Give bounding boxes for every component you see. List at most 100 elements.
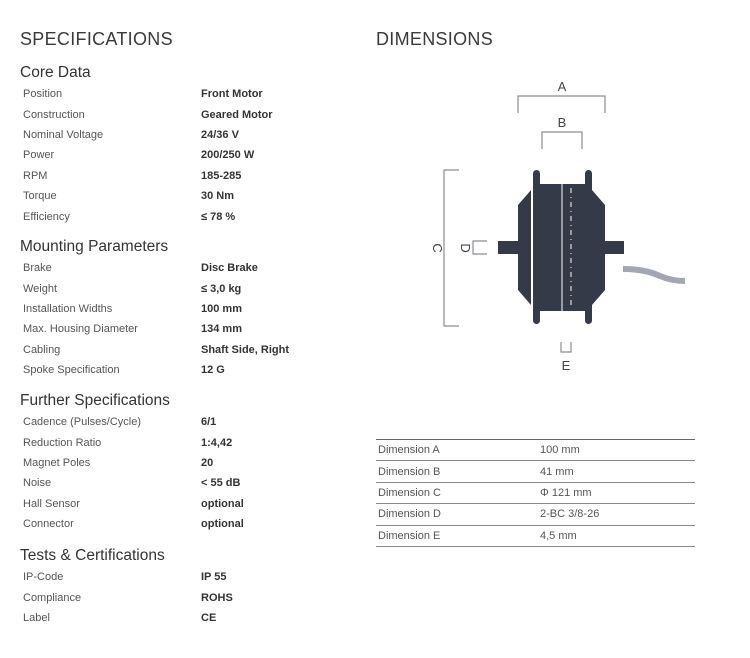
spec-row: Cabling Shaft Side, Right [20,340,350,360]
spec-label: IP-Code [23,571,64,584]
spec-label: Power [23,149,55,162]
table-row: Dimension A 100 mm [376,440,695,462]
spec-label: Cadence (Pulses/Cycle) [23,416,141,429]
spec-value: 30 Nm [201,190,235,203]
spec-row: Construction Geared Motor [20,104,350,124]
spec-value: Shaft Side, Right [201,343,289,356]
spec-label: Label [23,611,50,624]
spec-label: Spoke Specification [23,364,120,377]
dimension-name: Dimension C [378,486,441,499]
spec-row: RPM 185-285 [20,166,350,186]
spec-row: Efficiency≤ 78 % [20,206,350,226]
spec-row: Reduction Ratio 1:4,42 [20,432,350,452]
dimension-value: Φ 121 mm [540,486,592,499]
dimensions-heading: DIMENSIONS [376,29,494,49]
dimension-value: 2-BC 3/8-26 [540,508,600,521]
spec-row: Compliance ROHS [20,587,350,607]
spec-label: Construction [23,108,85,121]
spec-row: Cadence (Pulses/Cycle) 6/1 [20,412,350,432]
spec-label: Weight [23,282,58,295]
left-flange [533,170,540,324]
dimension-name: Dimension B [378,465,441,478]
spec-row: Label CE [20,608,350,628]
cable [622,266,686,284]
section-title: Core Data [20,64,91,81]
spec-row: Noise < 55 dB [20,473,350,493]
spec-value: ROHS [201,591,233,604]
dimension-name: Dimension D [378,508,441,521]
table-row: Dimension D 2-BC 3/8-26 [376,504,695,526]
spec-label: Torque [23,190,57,203]
spec-value: 100 mm [201,302,242,315]
spec-value: ≤ 3,0 kg [201,282,242,295]
spec-value: 185-285 [201,169,242,182]
label-e: E [562,358,571,373]
spec-label: Hall Sensor [23,497,80,510]
spec-label: Connector [23,518,74,531]
bracket-b [541,131,583,149]
spec-row: Connector optional [20,514,350,534]
hub-body-right [563,184,589,311]
spec-row: Magnet Poles 20 [20,453,350,473]
spec-label: Installation Widths [23,302,113,315]
spec-label: Reduction Ratio [23,436,102,449]
spec-value: 200/250 W [201,149,255,162]
spec-value: 20 [201,456,214,469]
right-cone [592,190,605,305]
motor [498,170,686,324]
right-axle [603,241,624,254]
spec-value: optional [201,497,244,510]
spec-value: Geared Motor [201,108,273,121]
dimension-value: 41 mm [540,465,574,478]
spec-label: Position [23,88,63,101]
spec-row: Brake Disc Brake [20,258,350,278]
spec-label: RPM [23,169,48,182]
right-flange [585,170,592,324]
spec-row: Power 200/250 W [20,145,350,165]
label-a: A [558,79,567,94]
left-cone [518,190,531,305]
spec-row: Spoke Specification 12 G [20,360,350,380]
spec-row: Weight ≤ 3,0 kg [20,278,350,298]
dimension-value: 100 mm [540,444,580,457]
spec-value: 24/36 V [201,128,239,141]
dimension-name: Dimension A [378,444,440,457]
specifications-heading: SPECIFICATIONS [20,29,173,49]
dimension-value: 4,5 mm [540,529,577,542]
bracket-c [443,169,459,327]
spec-value: 12 G [201,364,225,377]
spec-value: Disc Brake [201,262,258,275]
spec-value: 1:4,42 [201,436,233,449]
spec-value: 6/1 [201,416,217,429]
spec-label: Cabling [23,343,61,356]
spec-row: Position Front Motor [20,84,350,104]
dimension-brackets [443,95,606,353]
label-c: C [430,243,445,252]
spec-value: optional [201,518,244,531]
spec-value: CE [201,611,217,624]
spec-label: Compliance [23,591,82,604]
bracket-a [517,95,606,113]
spec-row: Hall Sensor optional [20,494,350,514]
spec-row: IP-Code IP 55 [20,567,350,587]
spec-label: Max. Housing Diameter [23,323,138,336]
spec-value: IP 55 [201,571,227,584]
spec-label: Brake [23,262,52,275]
spec-label: Magnet Poles [23,456,91,469]
label-d: D [458,243,473,252]
table-row: Dimension C Φ 121 mm [376,483,695,505]
spec-value: < 55 dB [201,477,241,490]
spec-value: ≤ 78 % [201,210,236,223]
spec-value: Front Motor [201,88,263,101]
spec-label: Noise [23,477,52,490]
table-row: Dimension B 41 mm [376,461,695,483]
